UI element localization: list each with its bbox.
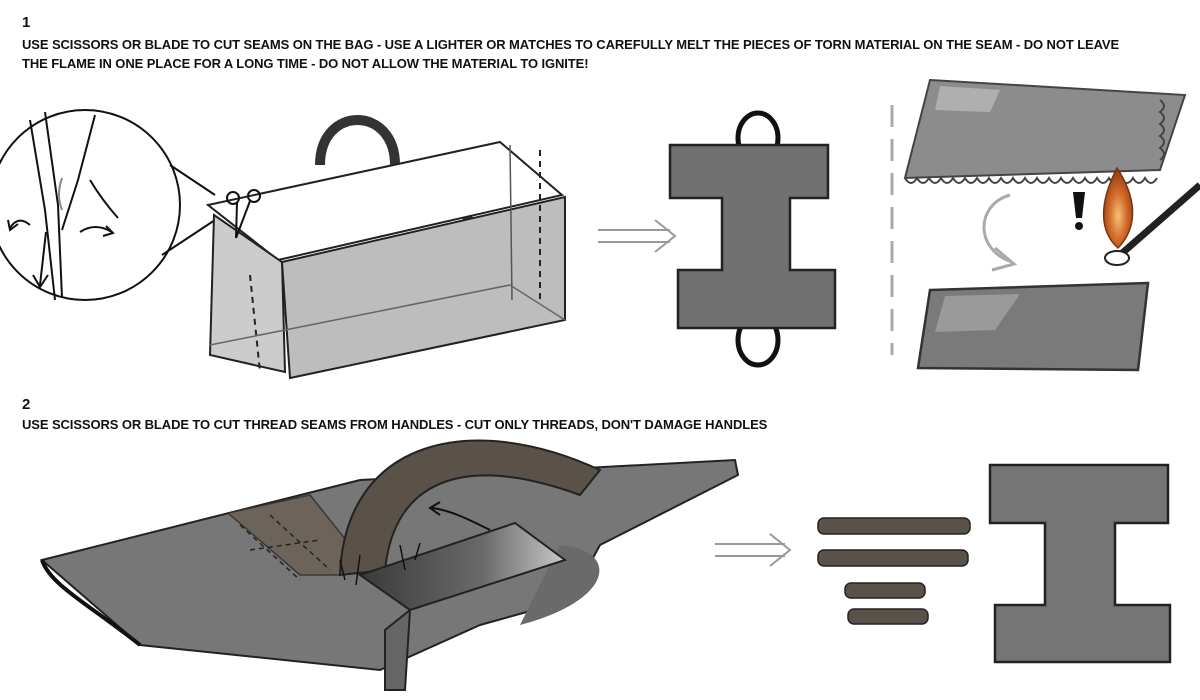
double-line-right-arrow-icon xyxy=(715,534,790,566)
handle-strip xyxy=(848,609,928,624)
magnifier-circle xyxy=(0,110,180,300)
magnifier-pointer-line xyxy=(162,220,215,255)
seam-cut-line xyxy=(62,115,95,230)
seam-edge-line xyxy=(30,120,55,300)
step-2-illustration xyxy=(42,441,1170,690)
fabric-highlight xyxy=(935,86,1000,112)
bag-handle-back xyxy=(320,120,395,165)
handle-strip xyxy=(845,583,925,598)
double-line-right-arrow-icon xyxy=(598,220,675,252)
flat-bag-panel xyxy=(670,113,835,365)
lighter-tip xyxy=(1105,251,1129,265)
melting-seam-illustration xyxy=(905,80,1200,370)
final-bag-panel xyxy=(990,465,1170,662)
seam-detail-magnifier xyxy=(0,110,215,300)
handle-strip xyxy=(818,518,970,534)
removed-handle-strips xyxy=(818,518,970,624)
exclamation-icon xyxy=(1073,192,1085,230)
seam-flap-line xyxy=(90,180,118,218)
seam-flap-line xyxy=(59,178,62,210)
handle-strip xyxy=(818,550,968,566)
cut-direction-arrow xyxy=(40,232,46,285)
bulk-bag-3d xyxy=(208,120,565,378)
panel-shape xyxy=(670,145,835,328)
step-1-illustration xyxy=(0,80,1200,378)
